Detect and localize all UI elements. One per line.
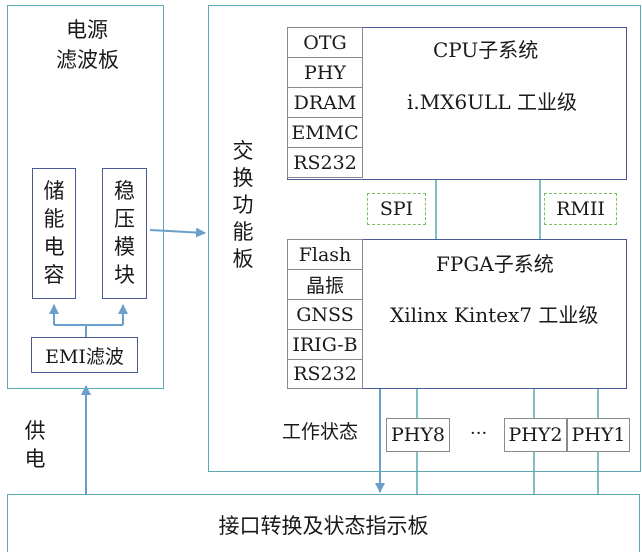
fpga-chip-label: Xilinx Kintex7 工业级 [390,303,599,327]
interface-board-title: 接口转换及状态指示板 [218,513,429,538]
cpu-periph-phy: PHY [287,57,363,88]
emi-filter-box: EMI滤波 [31,337,138,373]
fpga-subsystem-title: FPGA子系统 [436,252,554,276]
phy2-port: PHY2 [504,418,567,452]
phy1-port: PHY1 [567,418,630,452]
cpu-periph-emmc: EMMC [287,117,363,148]
cpu-periph-otg: OTG [287,27,363,58]
storage-capacitor-box [32,168,76,299]
rmii-link-label-box: RMII [544,193,617,225]
switch-function-board [208,5,641,472]
power-filter-title-line2: 滤波板 [56,48,119,72]
cpu-subsystem-title: CPU子系统 [433,38,539,62]
cpu-chip-label: i.MX6ULL 工业级 [407,90,577,114]
interface-status-board: 接口转换及状态指示板 [7,494,640,552]
switch-board-label: 交 换 功 能 板 [232,139,254,271]
spi-link-label-box: SPI [367,193,426,225]
emi-filter-label: EMI滤波 [45,345,124,368]
power-filter-board [7,5,164,389]
fpga-periph-flash: Flash [287,239,363,270]
fpga-periph-irig-b: IRIG-B [287,329,363,360]
spi-link-label: SPI [379,198,414,220]
rmii-link-label: RMII [556,198,605,220]
storage-capacitor-label: 储 能 电 容 [43,179,65,287]
voltage-regulator-box [102,168,147,299]
fpga-periph-crystal: 晶振 [287,269,363,300]
work-status-label: 工作状态 [282,421,359,443]
cpu-periph-rs232: RS232 [287,147,363,178]
fpga-periph-rs232: RS232 [287,359,363,389]
phy8-port: PHY8 [386,418,450,452]
phy-ellipsis: ··· [470,423,488,444]
cpu-periph-dram: DRAM [287,87,363,118]
voltage-regulator-label: 稳 压 模 块 [114,179,135,287]
power-filter-title-line1: 电源 [66,18,108,42]
fpga-periph-gnss: GNSS [287,299,363,330]
regulator-to-switch-arrow [149,227,206,238]
supply-label: 供 电 [24,419,46,471]
